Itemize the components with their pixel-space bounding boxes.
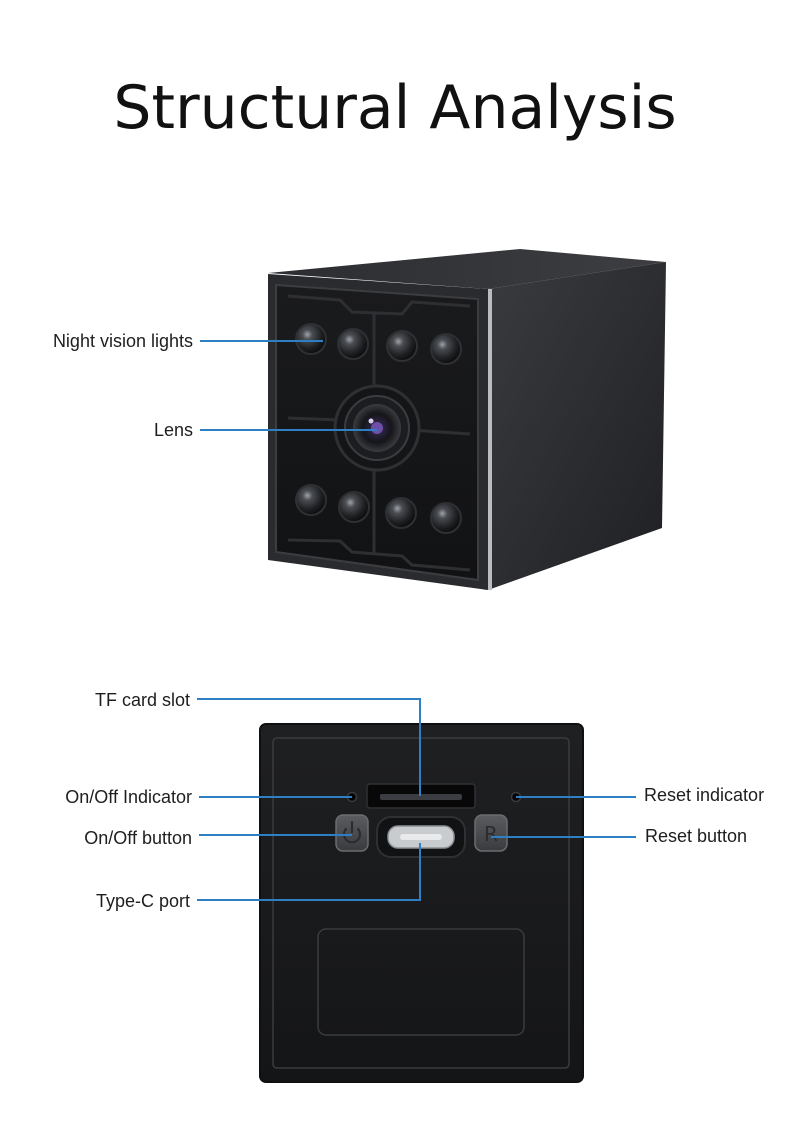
camera-front-view [200,249,666,590]
ir-led-icon [385,497,417,529]
camera-lens [333,384,421,472]
back-body [259,723,584,1083]
on-off-button [335,814,369,852]
type-c-port-label: Type-C port [95,891,190,911]
back-label-recess [317,928,525,1036]
cube-top-face [268,249,666,289]
power-icon [342,820,362,844]
on-off-indicator-label: On/Off Indicator [65,787,192,807]
page-title: Structural Analysis [113,73,677,143]
panel-grooves [287,294,471,572]
on-off-button-label: On/Off button [84,828,192,848]
reset-button-glyph: R [484,822,498,846]
cube-side-face [488,262,666,590]
camera-back-view: R [197,698,636,1083]
ir-led-icon [295,484,327,516]
reset-button: R [474,814,508,852]
ir-led-icon [386,330,418,362]
tf-card-slot-leader-line [197,698,421,796]
ir-led-icon [337,328,369,360]
ir-led-icon [338,491,370,523]
ir-led-icon [430,502,462,534]
lens-label: Lens [153,420,193,440]
reset-indicator-label: Reset indicator [644,785,765,805]
night-vision-leds [295,323,462,534]
tf-card-slot-label: TF card slot [94,690,190,710]
ir-led-icon [430,333,462,365]
reset-button-label: Reset button [645,826,748,846]
type-c-port-leader-line [197,843,421,901]
ir-led-icon [295,323,327,355]
night-vision-lights-label: Night vision lights [52,331,193,351]
